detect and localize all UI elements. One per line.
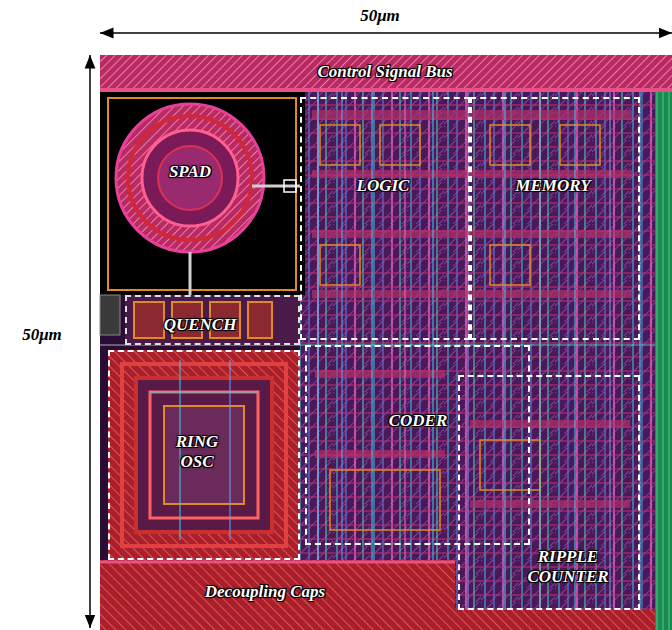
ring-oscillator	[150, 392, 258, 393]
dimension-label: 50μm	[357, 6, 403, 26]
ring-oscillator	[108, 350, 300, 560]
dimension-arrows	[100, 32, 672, 34]
dimension-arrows	[90, 33, 672, 628]
logic-fabric	[490, 125, 530, 165]
metal-wires	[371, 92, 372, 625]
logic-fabric	[470, 500, 630, 508]
block-label: RING OSC	[167, 432, 227, 471]
block-region: LOGIC	[300, 97, 470, 340]
control-bus-band	[100, 55, 672, 92]
logic-fabric	[312, 110, 632, 120]
logic-fabric	[380, 125, 420, 165]
ring-oscillator	[230, 360, 231, 540]
green-power-strip	[655, 92, 672, 630]
logic-fabric	[320, 245, 360, 285]
metal-wires	[341, 92, 342, 625]
logic-fabric	[300, 92, 655, 630]
spad-structure	[142, 130, 238, 226]
spad-structure	[189, 252, 192, 298]
block-region: RIPPLE COUNTER	[458, 375, 640, 610]
block-label: CODER	[389, 411, 448, 431]
metal-wires	[100, 92, 655, 625]
block-region: MEMORY	[470, 97, 640, 340]
ring-oscillator	[164, 406, 244, 504]
spad-structure	[100, 295, 120, 335]
dimension-arrows	[89, 55, 91, 628]
logic-fabric	[315, 450, 445, 458]
metal-wires	[504, 92, 505, 625]
control-bus-band	[100, 55, 672, 92]
decoupling-capacitors	[455, 610, 655, 630]
block-label: Control Signal Bus	[317, 62, 452, 82]
green-power-strip	[655, 92, 672, 630]
logic-fabric	[560, 125, 600, 165]
block-region: Decoupling Caps	[100, 560, 455, 630]
logic-fabric	[490, 245, 530, 285]
metal-wires	[432, 92, 433, 625]
quench-circuit	[125, 295, 300, 345]
block-region: SPAD	[100, 92, 305, 295]
block-label: MEMORY	[515, 176, 590, 196]
spad-structure	[158, 146, 222, 210]
logic-fabric	[315, 370, 445, 378]
quench-circuit	[125, 295, 300, 345]
block-region: Control Signal Bus	[100, 55, 672, 92]
spad-structure	[252, 185, 300, 188]
decoupling-capacitors	[100, 561, 455, 564]
metal-wires	[317, 92, 318, 625]
logic-fabric	[480, 440, 540, 490]
spad-structure	[116, 104, 264, 252]
spad-structure	[284, 180, 296, 192]
logic-fabric	[330, 470, 440, 530]
metal-wires	[609, 92, 610, 625]
block-label: Decoupling Caps	[205, 582, 325, 602]
ring-oscillator	[122, 364, 286, 546]
quench-circuit	[134, 302, 164, 338]
block-region: QUENCH	[125, 295, 300, 345]
spad-structure	[128, 116, 252, 240]
block-label: LOGIC	[357, 176, 410, 196]
control-bus-band	[100, 88, 672, 92]
metal-wires	[539, 92, 540, 625]
block-label: SPAD	[169, 162, 211, 182]
spad-structure	[108, 98, 296, 290]
dimension-label: 50μm	[19, 325, 65, 345]
metal-wires	[574, 92, 575, 625]
logic-fabric	[312, 230, 632, 238]
spad-structure	[100, 92, 305, 295]
die-background	[100, 55, 672, 630]
ring-oscillator	[150, 392, 258, 518]
decoupling-capacitors	[100, 560, 455, 630]
block-region: RING OSC	[108, 350, 300, 560]
metal-wires	[404, 92, 405, 625]
logic-fabric	[470, 420, 630, 428]
logic-fabric	[455, 345, 655, 630]
ring-oscillator	[108, 350, 300, 560]
ring-oscillator	[136, 378, 272, 532]
block-label: RIPPLE COUNTER	[518, 547, 618, 586]
logic-fabric	[312, 290, 632, 298]
die-background	[100, 55, 672, 630]
logic-fabric	[320, 125, 360, 165]
quench-circuit	[248, 302, 272, 338]
block-label: QUENCH	[164, 315, 237, 335]
